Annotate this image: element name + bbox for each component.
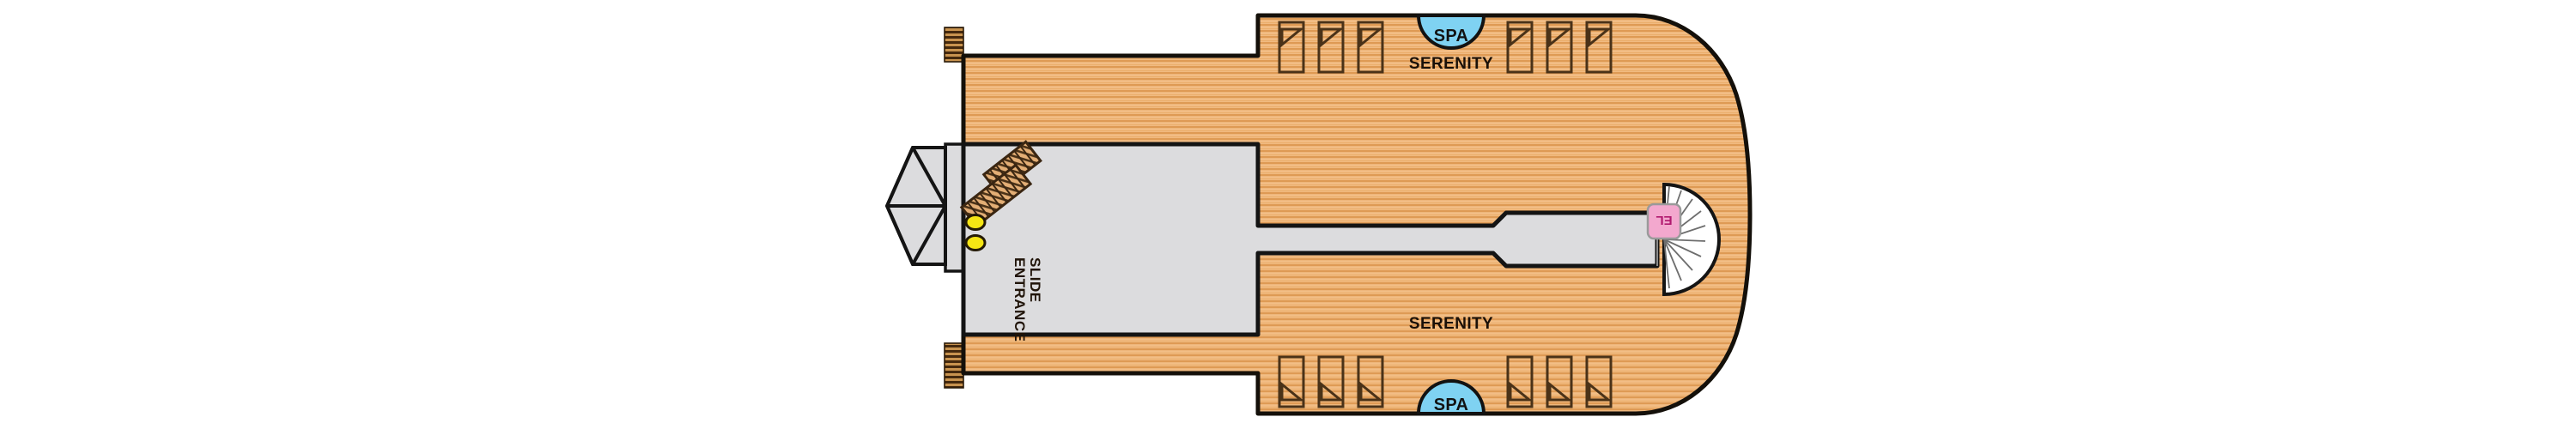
serenity-lower-label: SERENITY xyxy=(1409,315,1493,333)
deck-chair xyxy=(1585,355,1613,408)
elevator-plate xyxy=(1646,202,1682,240)
deck-chair xyxy=(1357,21,1384,74)
spa-lower-label: SPA xyxy=(1434,396,1469,414)
elevator-label: EL xyxy=(1656,213,1672,227)
spa-upper[interactable]: SPA xyxy=(1416,14,1486,50)
deck-chair-group-upper-right xyxy=(1506,21,1613,74)
deck-chair xyxy=(1357,355,1384,408)
elevator-forward[interactable]: EL xyxy=(1646,182,1721,297)
deck-chair-group-lower-left xyxy=(1278,355,1384,408)
deck-chair xyxy=(1278,355,1305,408)
spa-lower[interactable]: SPA xyxy=(1416,379,1486,415)
marker-upper xyxy=(964,214,987,231)
deck-chair-group-lower-right xyxy=(1506,355,1613,408)
deck-chair xyxy=(1278,21,1305,74)
deck-chair xyxy=(1585,21,1613,74)
entrance-label: ENTRANCE xyxy=(1012,257,1028,341)
deck-chair xyxy=(1317,355,1345,408)
railing-bottom xyxy=(944,342,964,389)
railing-top xyxy=(944,27,964,63)
slide-label: SLIDE xyxy=(1027,257,1043,303)
spa-upper-label: SPA xyxy=(1434,27,1469,45)
forward-structure xyxy=(884,142,965,273)
deck-chair xyxy=(1506,355,1534,408)
marker-lower xyxy=(964,234,987,251)
slide-entrance-label-group: SLIDE ENTRANCE xyxy=(1012,257,1043,341)
serenity-upper-label: SERENITY xyxy=(1409,55,1493,73)
deck-chair xyxy=(1506,21,1534,74)
deck-chair xyxy=(1546,21,1573,74)
deck-chair-group-upper-left xyxy=(1278,21,1384,74)
deck-chair xyxy=(1546,355,1573,408)
deck-chair xyxy=(1317,21,1345,74)
